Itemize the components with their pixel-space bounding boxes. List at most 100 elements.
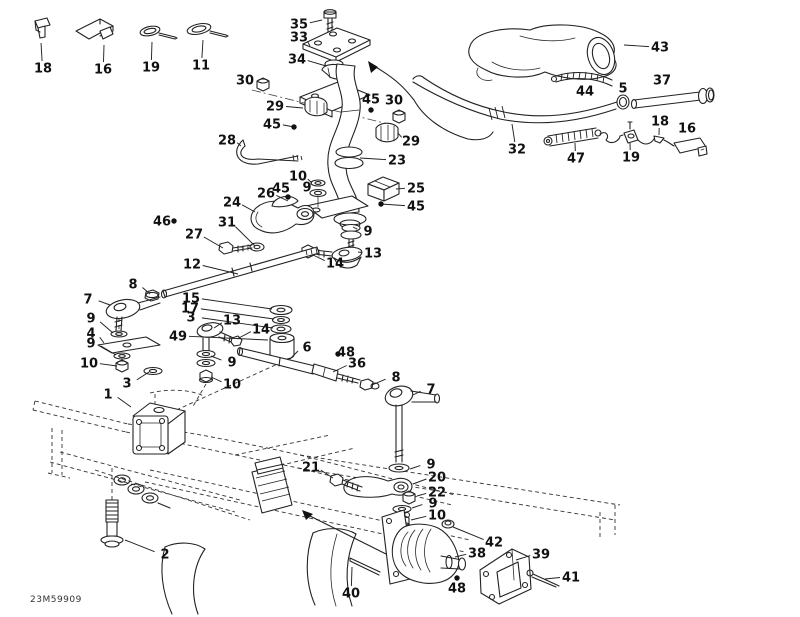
- part-13-tie-rod-end-upper: [331, 246, 363, 269]
- callout-10: 10: [210, 376, 241, 393]
- svg-text:15: 15: [182, 292, 200, 307]
- svg-text:48: 48: [337, 346, 355, 361]
- callout-40: 40: [342, 566, 360, 602]
- callout-6: 6: [289, 341, 312, 360]
- svg-text:18: 18: [651, 115, 669, 130]
- callout-36: 36: [332, 357, 366, 373]
- svg-text:19: 19: [142, 61, 160, 76]
- part-5-ring: [616, 94, 630, 110]
- part-40-rod: [349, 557, 381, 576]
- callout-20: 20: [412, 471, 446, 486]
- callout-38: 38: [454, 547, 486, 562]
- svg-text:37: 37: [653, 74, 671, 89]
- callout-30: 30: [385, 94, 403, 109]
- callout-33: 33: [290, 31, 311, 47]
- callout-14: 14: [312, 254, 344, 272]
- svg-text:17: 17: [181, 302, 199, 317]
- callout-9: 9: [210, 356, 237, 371]
- part-7-rod-end-right: [384, 385, 441, 463]
- svg-text:16: 16: [678, 122, 696, 137]
- callout-9: 9: [86, 337, 117, 356]
- svg-text:31: 31: [218, 216, 236, 231]
- svg-text:2: 2: [160, 548, 169, 563]
- svg-text:20: 20: [428, 471, 446, 486]
- callout-7: 7: [412, 383, 436, 398]
- part-30-nut-right: [392, 109, 406, 124]
- part-36-adjuster-sleeve: [311, 363, 361, 384]
- callout-29: 29: [397, 132, 420, 150]
- callout-1: 1: [103, 388, 132, 408]
- mid-kingpin-stack: [196, 349, 216, 384]
- cable-curve: [368, 61, 494, 141]
- callout-30: 30: [236, 74, 254, 89]
- callout-16: 16: [678, 122, 696, 137]
- part-41-pin: [526, 569, 560, 588]
- callout-5: 5: [618, 82, 627, 97]
- part-44-spring: [550, 71, 613, 87]
- part-47-grip-heater: [543, 127, 602, 147]
- svg-text:26: 26: [257, 187, 275, 202]
- part-18-wire-clip: [637, 135, 675, 147]
- frame-left-leg: [161, 542, 206, 615]
- callout-16: 16: [94, 44, 112, 78]
- svg-text:10: 10: [223, 378, 241, 393]
- svg-text:21: 21: [302, 461, 320, 476]
- part-19-wire-clamp: [599, 121, 639, 144]
- svg-text:43: 43: [651, 41, 669, 56]
- callout-49: 49: [169, 330, 269, 345]
- svg-text:5: 5: [618, 82, 627, 97]
- svg-text:28: 28: [218, 134, 236, 149]
- part-38-boot: [381, 509, 467, 585]
- svg-text:42: 42: [485, 536, 503, 551]
- callout-9: 9: [411, 497, 438, 512]
- svg-text:35: 35: [290, 18, 308, 33]
- svg-text:8: 8: [391, 371, 400, 386]
- part-16-heater-element: [75, 18, 114, 40]
- callout-21: 21: [302, 461, 334, 479]
- callout-13: 13: [213, 314, 241, 329]
- part-12-tie-rod: [160, 246, 320, 299]
- svg-text:23: 23: [388, 154, 406, 169]
- part-27-bolt: [218, 241, 253, 255]
- svg-text:9: 9: [302, 181, 311, 196]
- svg-text:38: 38: [468, 547, 486, 562]
- callout-3: 3: [122, 371, 150, 392]
- callout-23: 23: [359, 154, 406, 169]
- svg-text:45: 45: [263, 118, 281, 133]
- svg-text:22: 22: [428, 486, 446, 501]
- callout-18: 18: [34, 42, 52, 77]
- svg-text:10: 10: [80, 357, 98, 372]
- svg-text:14: 14: [252, 323, 270, 338]
- part-22-nut: [402, 490, 416, 505]
- callout-25: 25: [395, 182, 425, 197]
- svg-text:48: 48: [448, 582, 466, 597]
- svg-text:45: 45: [272, 182, 290, 197]
- svg-text:46: 46: [153, 215, 171, 230]
- svg-text:45: 45: [362, 93, 380, 108]
- part-25-bracket-block: [367, 176, 400, 202]
- part-20-steering-arm: [343, 476, 413, 498]
- svg-text:13: 13: [223, 314, 241, 329]
- svg-text:10: 10: [289, 170, 307, 185]
- part-42-flange-nut: [441, 519, 455, 529]
- part-1-steering-support: [132, 402, 186, 455]
- callout-44: 44: [576, 85, 594, 100]
- part-11-tie-wrap: [186, 22, 229, 38]
- part-23-steering-column: [305, 63, 369, 229]
- callout-22: 22: [416, 486, 446, 501]
- part-30-nut-left: [256, 77, 270, 92]
- callout-8: 8: [371, 371, 401, 386]
- svg-text:24: 24: [223, 196, 241, 211]
- svg-text:33: 33: [290, 31, 308, 46]
- callout-9: 9: [86, 312, 114, 334]
- callout-31: 31: [218, 216, 256, 247]
- column-washers-lower: [340, 223, 362, 251]
- left-kingpin-stack: [97, 330, 161, 373]
- svg-text:9: 9: [428, 497, 437, 512]
- callout-9: 9: [409, 458, 436, 473]
- svg-text:16: 16: [94, 63, 112, 78]
- callout-35: 35: [290, 18, 323, 33]
- svg-text:13: 13: [364, 247, 382, 262]
- svg-text:6: 6: [302, 341, 311, 356]
